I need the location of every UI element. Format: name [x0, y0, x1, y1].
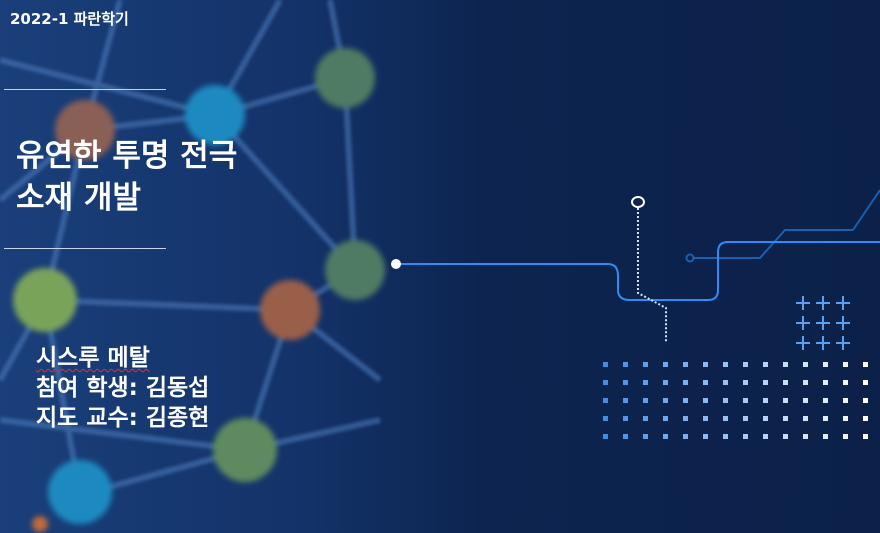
plus-grid-icon	[796, 296, 850, 350]
grid-dot	[823, 380, 828, 385]
plus-icon	[816, 316, 830, 330]
grid-dot	[803, 398, 808, 403]
grid-dot	[683, 398, 688, 403]
grid-dot	[663, 380, 668, 385]
dot-grid	[603, 362, 868, 439]
grid-dot	[843, 434, 848, 439]
grid-dot	[743, 362, 748, 367]
grid-dot	[643, 362, 648, 367]
grid-dot	[663, 416, 668, 421]
grid-dot	[743, 434, 748, 439]
grid-dot	[643, 416, 648, 421]
info-block: 시스루 메탈 참여 학생: 김동섭 지도 교수: 김종현	[36, 343, 209, 433]
grid-dot	[623, 416, 628, 421]
grid-dot	[763, 362, 768, 367]
grid-dot	[623, 380, 628, 385]
grid-dot	[783, 380, 788, 385]
grid-dot	[623, 434, 628, 439]
grid-dot	[603, 416, 608, 421]
grid-dot	[683, 362, 688, 367]
grid-dot	[863, 380, 868, 385]
grid-dot	[763, 380, 768, 385]
grid-dot	[723, 416, 728, 421]
divider-bottom	[4, 248, 166, 249]
team-name: 시스루 메탈	[36, 345, 150, 371]
title-line-1: 유연한 투명 전극	[16, 138, 238, 174]
grid-dot	[823, 398, 828, 403]
plus-icon	[836, 316, 850, 330]
grid-dot	[743, 380, 748, 385]
grid-dot	[643, 434, 648, 439]
grid-dot	[763, 434, 768, 439]
grid-dot	[783, 434, 788, 439]
circuit-lines	[391, 189, 880, 343]
grid-dot	[843, 362, 848, 367]
plus-icon	[796, 336, 810, 350]
grid-dot	[663, 362, 668, 367]
grid-dot	[783, 416, 788, 421]
grid-dot	[703, 434, 708, 439]
grid-dot	[803, 362, 808, 367]
grid-dot	[703, 416, 708, 421]
title-line-2: 소재 개발	[16, 180, 141, 216]
grid-dot	[623, 362, 628, 367]
connector-dot	[391, 259, 401, 269]
grid-dot	[763, 398, 768, 403]
grid-dot	[783, 398, 788, 403]
grid-dot	[783, 362, 788, 367]
professor-line: 지도 교수: 김종현	[36, 405, 210, 431]
grid-dot	[823, 362, 828, 367]
grid-dot	[843, 416, 848, 421]
grid-dot	[603, 398, 608, 403]
grid-dot	[683, 416, 688, 421]
grid-dot	[743, 398, 748, 403]
grid-dot	[823, 434, 828, 439]
plus-icon	[836, 296, 850, 310]
plus-icon	[816, 296, 830, 310]
grid-dot	[723, 434, 728, 439]
plus-icon	[816, 336, 830, 350]
grid-dot	[723, 362, 728, 367]
grid-dot	[843, 380, 848, 385]
grid-dot	[763, 416, 768, 421]
grid-dot	[703, 380, 708, 385]
grid-dot	[703, 398, 708, 403]
grid-dot	[823, 416, 828, 421]
plus-icon	[796, 316, 810, 330]
grid-dot	[683, 380, 688, 385]
grid-dot	[743, 416, 748, 421]
grid-dot	[863, 416, 868, 421]
grid-dot	[643, 380, 648, 385]
grid-dot	[863, 362, 868, 367]
grid-dot	[663, 434, 668, 439]
semester-label: 2022-1 파란학기	[10, 10, 129, 28]
plus-icon	[836, 336, 850, 350]
plus-icon	[796, 296, 810, 310]
student-line: 참여 학생: 김동섭	[36, 375, 210, 401]
grid-dot	[683, 434, 688, 439]
grid-dot	[863, 398, 868, 403]
grid-dot	[603, 434, 608, 439]
grid-dot	[703, 362, 708, 367]
divider-top	[4, 89, 166, 90]
grid-dot	[803, 380, 808, 385]
grid-dot	[623, 398, 628, 403]
grid-dot	[663, 398, 668, 403]
slide-title: 유연한 투명 전극 소재 개발	[16, 135, 237, 219]
grid-dot	[603, 380, 608, 385]
grid-dot	[803, 434, 808, 439]
grid-dot	[603, 362, 608, 367]
grid-dot	[723, 380, 728, 385]
grid-dot	[643, 398, 648, 403]
grid-dot	[803, 416, 808, 421]
network-nodes	[13, 48, 385, 532]
grid-dot	[843, 398, 848, 403]
grid-dot	[723, 398, 728, 403]
grid-dot	[863, 434, 868, 439]
